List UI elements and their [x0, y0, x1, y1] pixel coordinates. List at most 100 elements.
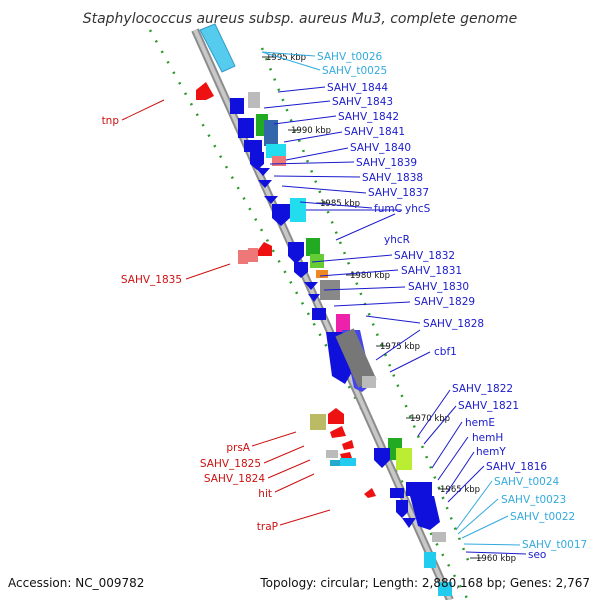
- left-connectors: [121, 99, 331, 526]
- gene-arrow: [330, 426, 346, 438]
- gene-label: SAHV_1838: [362, 172, 423, 184]
- gene-block: [264, 120, 278, 146]
- gene-block: [272, 156, 286, 166]
- gene-label: SAHV_1835: [121, 274, 182, 286]
- topology-text: Topology: circular; Length: 2,880,168 bp…: [259, 576, 590, 590]
- gene-arrow: [294, 262, 308, 278]
- gene-label: hit: [258, 488, 272, 500]
- gene-block: [310, 254, 324, 268]
- cyan-feature-top: [199, 23, 236, 73]
- gene-block: [310, 414, 326, 430]
- gene-block: [340, 458, 356, 466]
- gene-label: SAHV_1843: [332, 96, 393, 108]
- gene-block: [330, 460, 340, 466]
- gene-block: [238, 118, 254, 138]
- gene-label: SAHV_t0023: [501, 494, 566, 506]
- gene-arrow: [342, 440, 354, 450]
- gene-label: SAHV_1825: [200, 458, 261, 470]
- gene-arrow: [264, 196, 278, 204]
- gene-block: [306, 238, 320, 256]
- tick-label: 1980 kbp: [350, 271, 390, 281]
- gene-arrow: [258, 242, 272, 256]
- left-gene-labels: tnp SAHV_1835 prsA SAHV_1825 SAHV_1824 h…: [102, 115, 278, 533]
- gene-block: [396, 448, 412, 470]
- gene-arrow: [288, 242, 304, 264]
- gene-arrow: [396, 500, 408, 518]
- gene-block: [312, 308, 326, 320]
- gene-label: SAHV_1822: [452, 383, 513, 395]
- gene-label: hemH: [472, 432, 503, 444]
- tick-label: 1960 kbp: [476, 554, 516, 564]
- gene-label: SAHV_t0026: [317, 51, 383, 63]
- gene-block: [290, 198, 306, 222]
- gene-label: SAHV_1839: [356, 157, 417, 169]
- forward-genes: [230, 92, 452, 596]
- gene-label: SAHV_t0024: [494, 476, 560, 488]
- gene-block: [390, 488, 404, 498]
- gene-label: SAHV_1821: [458, 400, 519, 412]
- gene-block: [316, 270, 328, 278]
- gene-arrow: [250, 152, 264, 170]
- gene-label: tnp: [102, 115, 120, 127]
- gene-block: [230, 98, 244, 114]
- gene-label: SAHV_1816: [486, 461, 547, 473]
- gene-label: cbf1: [434, 346, 457, 358]
- gene-label: yhcS: [405, 203, 431, 215]
- gene-label: SAHV_t0017: [522, 539, 587, 551]
- gene-arrow: [308, 294, 320, 302]
- gene-arrow: [196, 82, 214, 100]
- gene-arrow: [410, 496, 440, 530]
- tick-label: 1995 kbp: [266, 53, 306, 63]
- gene-arrow: [272, 204, 290, 226]
- gene-label: hemY: [476, 446, 506, 458]
- gene-label: SAHV_1824: [204, 473, 265, 485]
- gene-label: prsA: [226, 442, 250, 454]
- gene-label: SAHV_t0025: [322, 65, 387, 77]
- gene-block: [424, 552, 436, 568]
- gene-label: fumC: [374, 203, 402, 215]
- gene-label: SAHV_1844: [327, 82, 388, 94]
- gene-arrow: [402, 518, 416, 528]
- gene-arrow: [374, 448, 390, 468]
- gene-block: [326, 450, 338, 458]
- tick-label: 1990 kbp: [291, 126, 331, 136]
- gene-block: [362, 376, 376, 388]
- gene-label: hemE: [465, 417, 495, 429]
- gene-label: SAHV_t0022: [510, 511, 575, 523]
- gene-block: [248, 248, 258, 262]
- map-title: Staphylococcus aureus subsp. aureus Mu3,…: [83, 11, 518, 27]
- gene-arrow: [304, 282, 318, 290]
- gene-arrow: [256, 168, 270, 176]
- gene-block: [438, 582, 452, 596]
- gene-label: SAHV_1832: [394, 250, 455, 262]
- gene-label: SAHV_1830: [408, 281, 469, 293]
- gene-label: traP: [257, 521, 278, 533]
- reverse-genes: [196, 82, 376, 498]
- gene-arrow: [364, 488, 376, 498]
- gene-label: SAHV_1829: [414, 296, 475, 308]
- outer-dotted-guide: [148, 29, 470, 600]
- gene-block: [238, 250, 248, 264]
- gene-arrow: [258, 180, 272, 188]
- gene-label: SAHV_1842: [338, 111, 399, 123]
- gene-label: SAHV_1840: [350, 142, 411, 154]
- gene-block: [406, 482, 432, 496]
- gene-label: seo: [528, 549, 546, 561]
- tick-label: 1975 kbp: [380, 342, 420, 352]
- gene-label: SAHV_1828: [423, 318, 484, 330]
- gene-arrow: [328, 408, 344, 424]
- tick-label: 1985 kbp: [320, 199, 360, 209]
- gene-label: SAHV_1831: [401, 265, 462, 277]
- gene-label: SAHV_1841: [344, 126, 405, 138]
- gene-label: SAHV_1837: [368, 187, 429, 199]
- gene-block: [266, 144, 286, 158]
- accession-text: Accession: NC_009782: [8, 576, 144, 590]
- gene-block: [248, 92, 260, 108]
- gene-block: [244, 140, 262, 152]
- right-gene-labels: SAHV_t0026 SAHV_t0025 SAHV_1844 SAHV_184…: [317, 51, 587, 561]
- gene-block: [335, 328, 377, 388]
- gene-block: [432, 532, 446, 542]
- right-connectors: [261, 51, 527, 555]
- gene-label: yhcR: [384, 234, 410, 246]
